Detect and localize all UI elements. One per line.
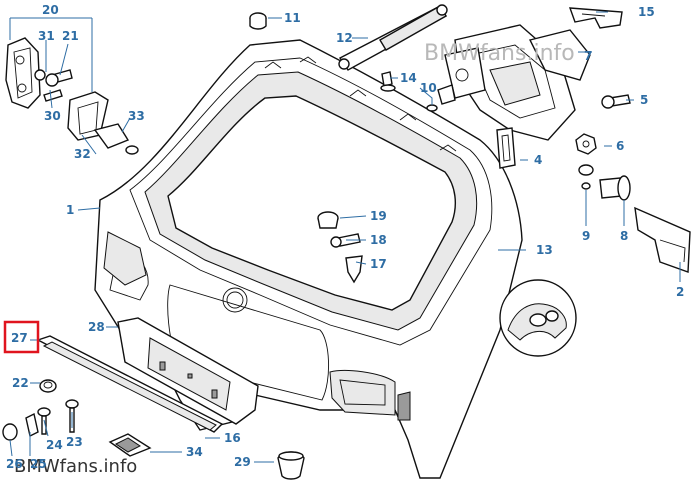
cap-29	[277, 451, 305, 480]
handle-strip	[108, 433, 152, 457]
trim-strip	[36, 335, 224, 433]
label-20: 20	[42, 3, 59, 17]
label-14: 14	[400, 71, 417, 85]
highlight-box	[3, 320, 40, 354]
label-13: 13	[536, 243, 553, 257]
tailgate-body	[94, 39, 523, 479]
label-7: 7	[584, 49, 592, 63]
label-26: 26	[6, 457, 23, 471]
label-15: 15	[638, 5, 655, 19]
watermark-bottom: BMWfans.info	[14, 456, 137, 477]
hinge-assembly	[426, 7, 631, 169]
label-32: 32	[74, 147, 91, 161]
label-10: 10	[420, 81, 437, 95]
label-1: 1	[66, 203, 74, 217]
label-29: 29	[234, 455, 251, 469]
leader-lines	[9, 11, 681, 463]
grommet-11	[249, 12, 267, 30]
side-panel	[634, 206, 691, 273]
label-24: 24	[46, 438, 63, 452]
label-6: 6	[616, 139, 624, 153]
gas-strut	[338, 4, 448, 71]
striker-pin	[578, 164, 631, 201]
fastener-set	[2, 379, 79, 441]
label-19: 19	[370, 209, 387, 223]
label-16: 16	[224, 431, 241, 445]
label-21: 21	[62, 29, 79, 43]
label-23: 23	[66, 435, 83, 449]
label-27: 27	[11, 331, 28, 345]
watermark-top: BMWfans.info	[424, 41, 575, 66]
label-17: 17	[370, 257, 387, 271]
label-12: 12	[336, 31, 353, 45]
label-11: 11	[284, 11, 301, 25]
label-9: 9	[582, 229, 590, 243]
hinge-bracket-group	[5, 37, 139, 155]
license-plate-panel	[117, 317, 259, 425]
label-8: 8	[620, 229, 628, 243]
pin-14	[380, 71, 396, 92]
label-22: 22	[12, 376, 29, 390]
label-30: 30	[44, 109, 61, 123]
label-33: 33	[128, 109, 145, 123]
label-31: 31	[38, 29, 55, 43]
seal-detail-inset	[499, 279, 577, 357]
label-2: 2	[676, 285, 684, 299]
label-5: 5	[640, 93, 648, 107]
label-34: 34	[186, 445, 203, 459]
callout-labels: 20 31 21 30 33 32 11 12 14 10 15 7 5 6 4…	[6, 3, 684, 471]
label-4: 4	[534, 153, 542, 167]
label-18: 18	[370, 233, 387, 247]
label-25: 25	[30, 457, 47, 471]
label-28: 28	[88, 320, 105, 334]
